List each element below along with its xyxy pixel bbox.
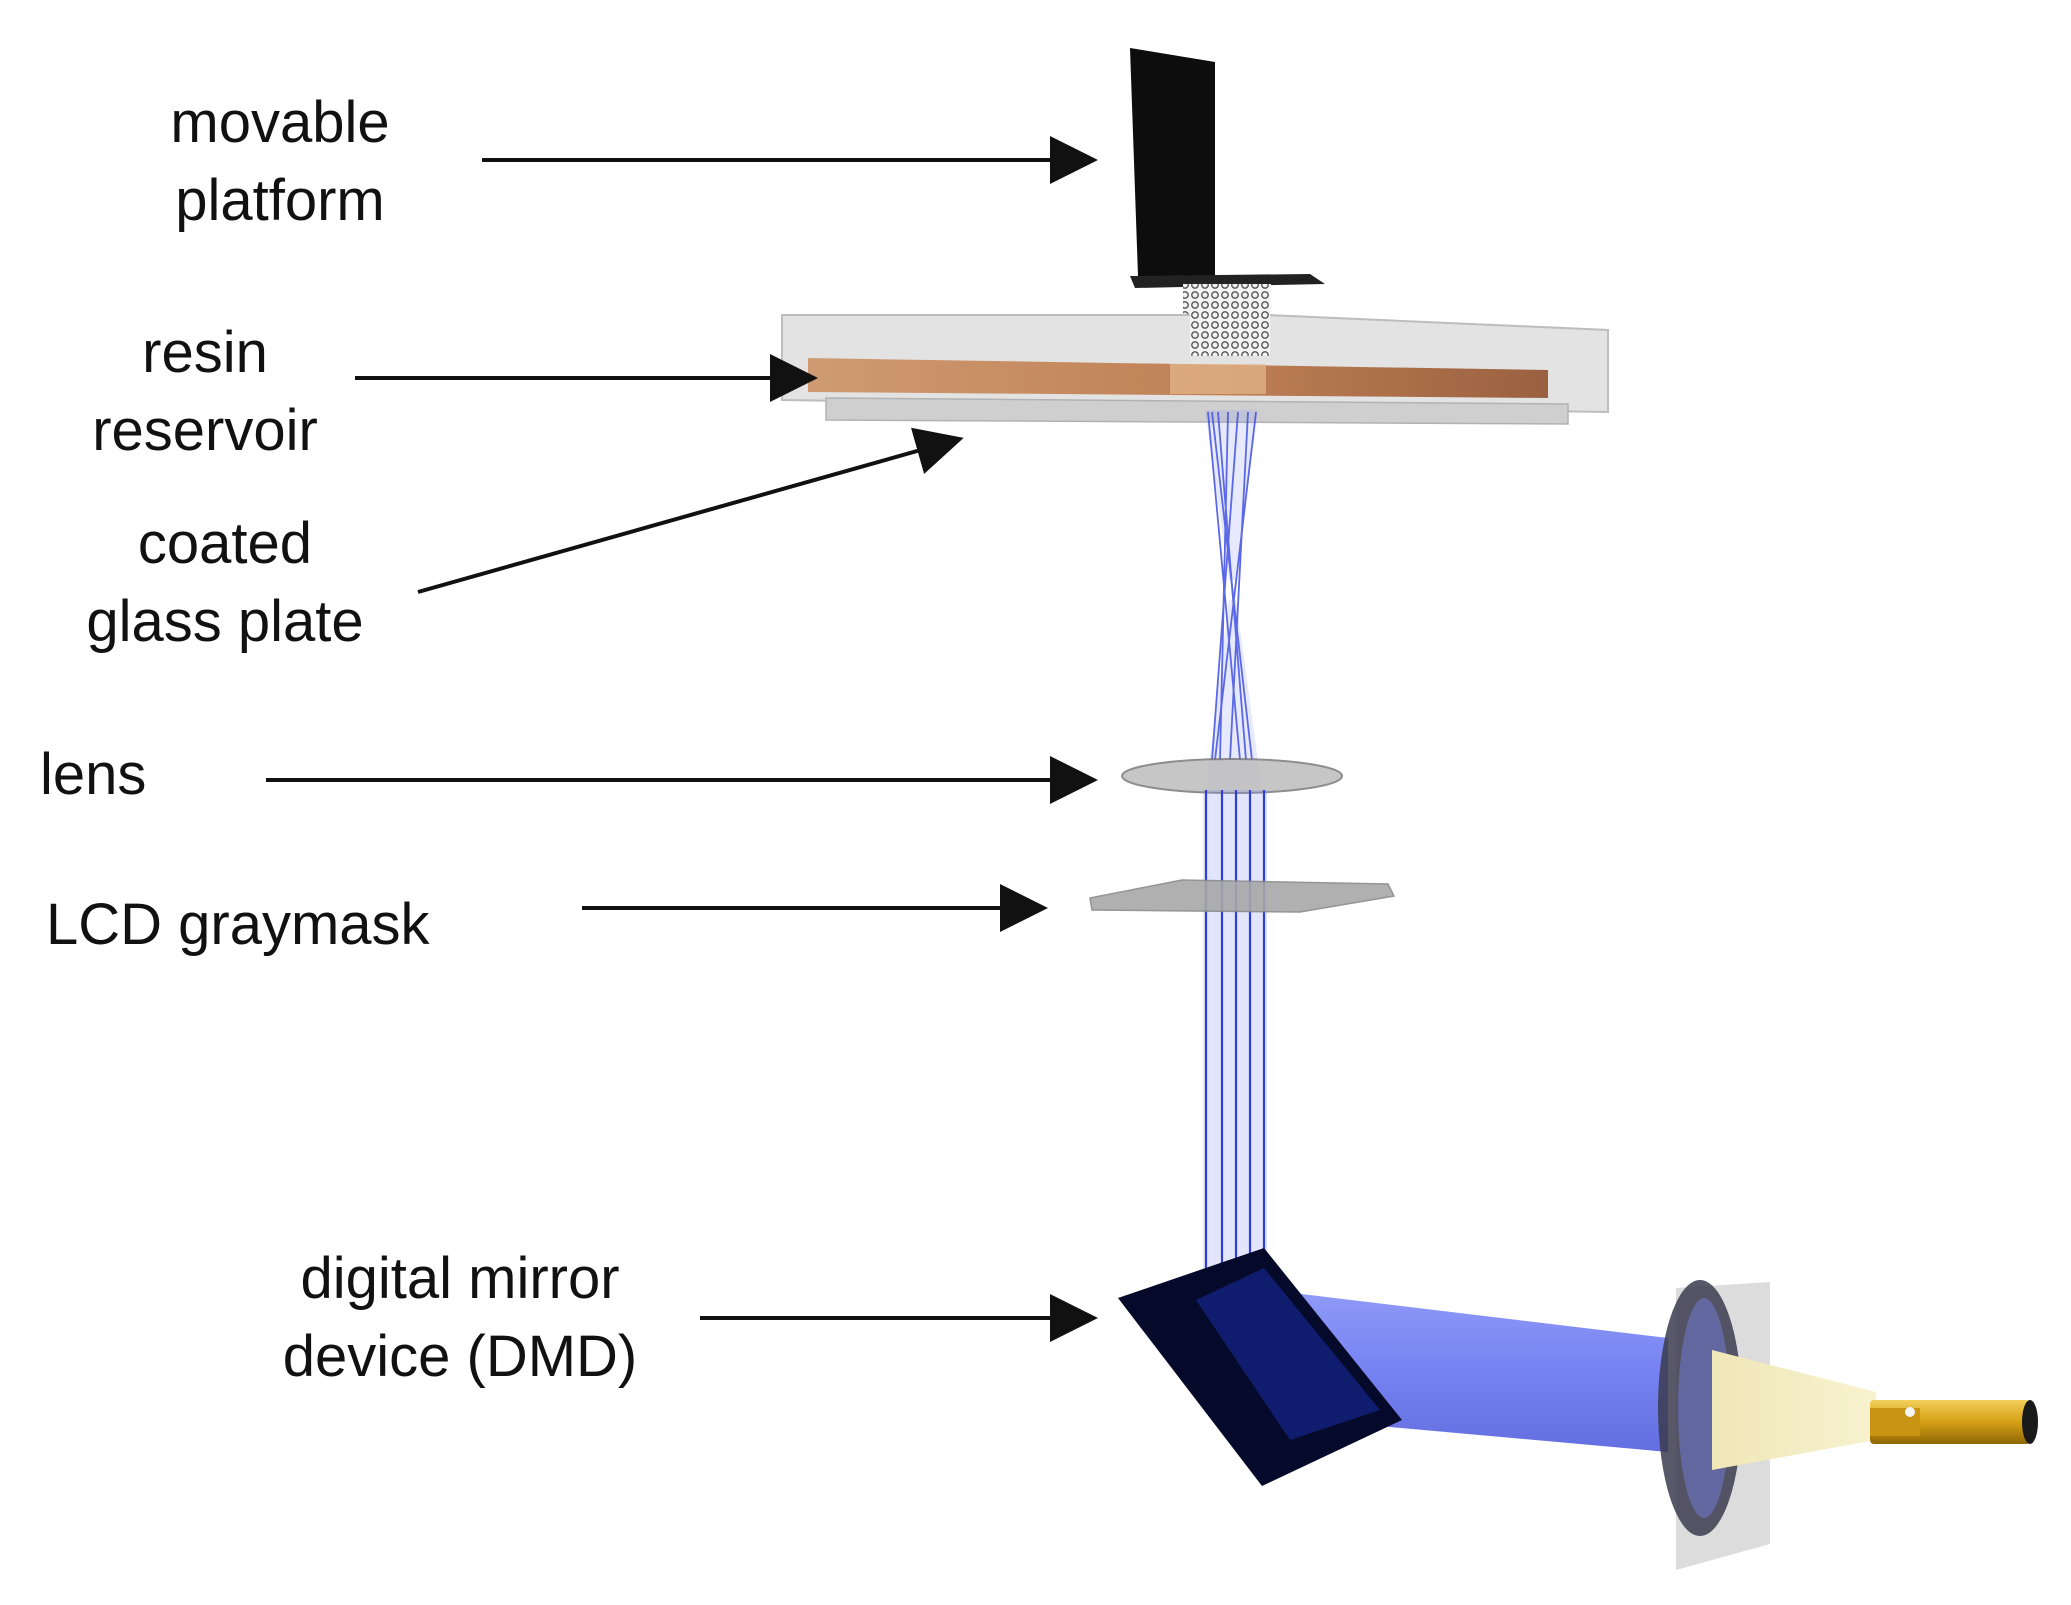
focused-light-beam <box>1205 410 1262 790</box>
label-lens: lens <box>40 742 147 807</box>
coated-glass-plate-part <box>825 397 1569 425</box>
resin-reservoir-part <box>781 312 1609 414</box>
label-lcd-graymask: LCD graymask <box>46 892 430 957</box>
pointer-arrows <box>266 136 1098 1342</box>
lens-part <box>1121 758 1343 794</box>
arrow-coated-glass-plate <box>417 427 964 594</box>
label-coated-glass-plate: coated glass plate <box>86 511 364 654</box>
light-source-part <box>1870 1400 2038 1444</box>
label-dmd: digital mirror device (DMD) <box>282 1246 638 1389</box>
label-resin-reservoir: resin reservoir <box>92 320 318 463</box>
source-lens-assembly <box>1658 1280 1876 1570</box>
lcd-graymask-part <box>1089 879 1396 913</box>
collimated-light-beam <box>1203 790 1267 1390</box>
digital-mirror-device-part <box>1118 1248 1402 1486</box>
label-movable-platform: movable platform <box>170 90 390 233</box>
movable-platform-part <box>1130 48 1325 356</box>
